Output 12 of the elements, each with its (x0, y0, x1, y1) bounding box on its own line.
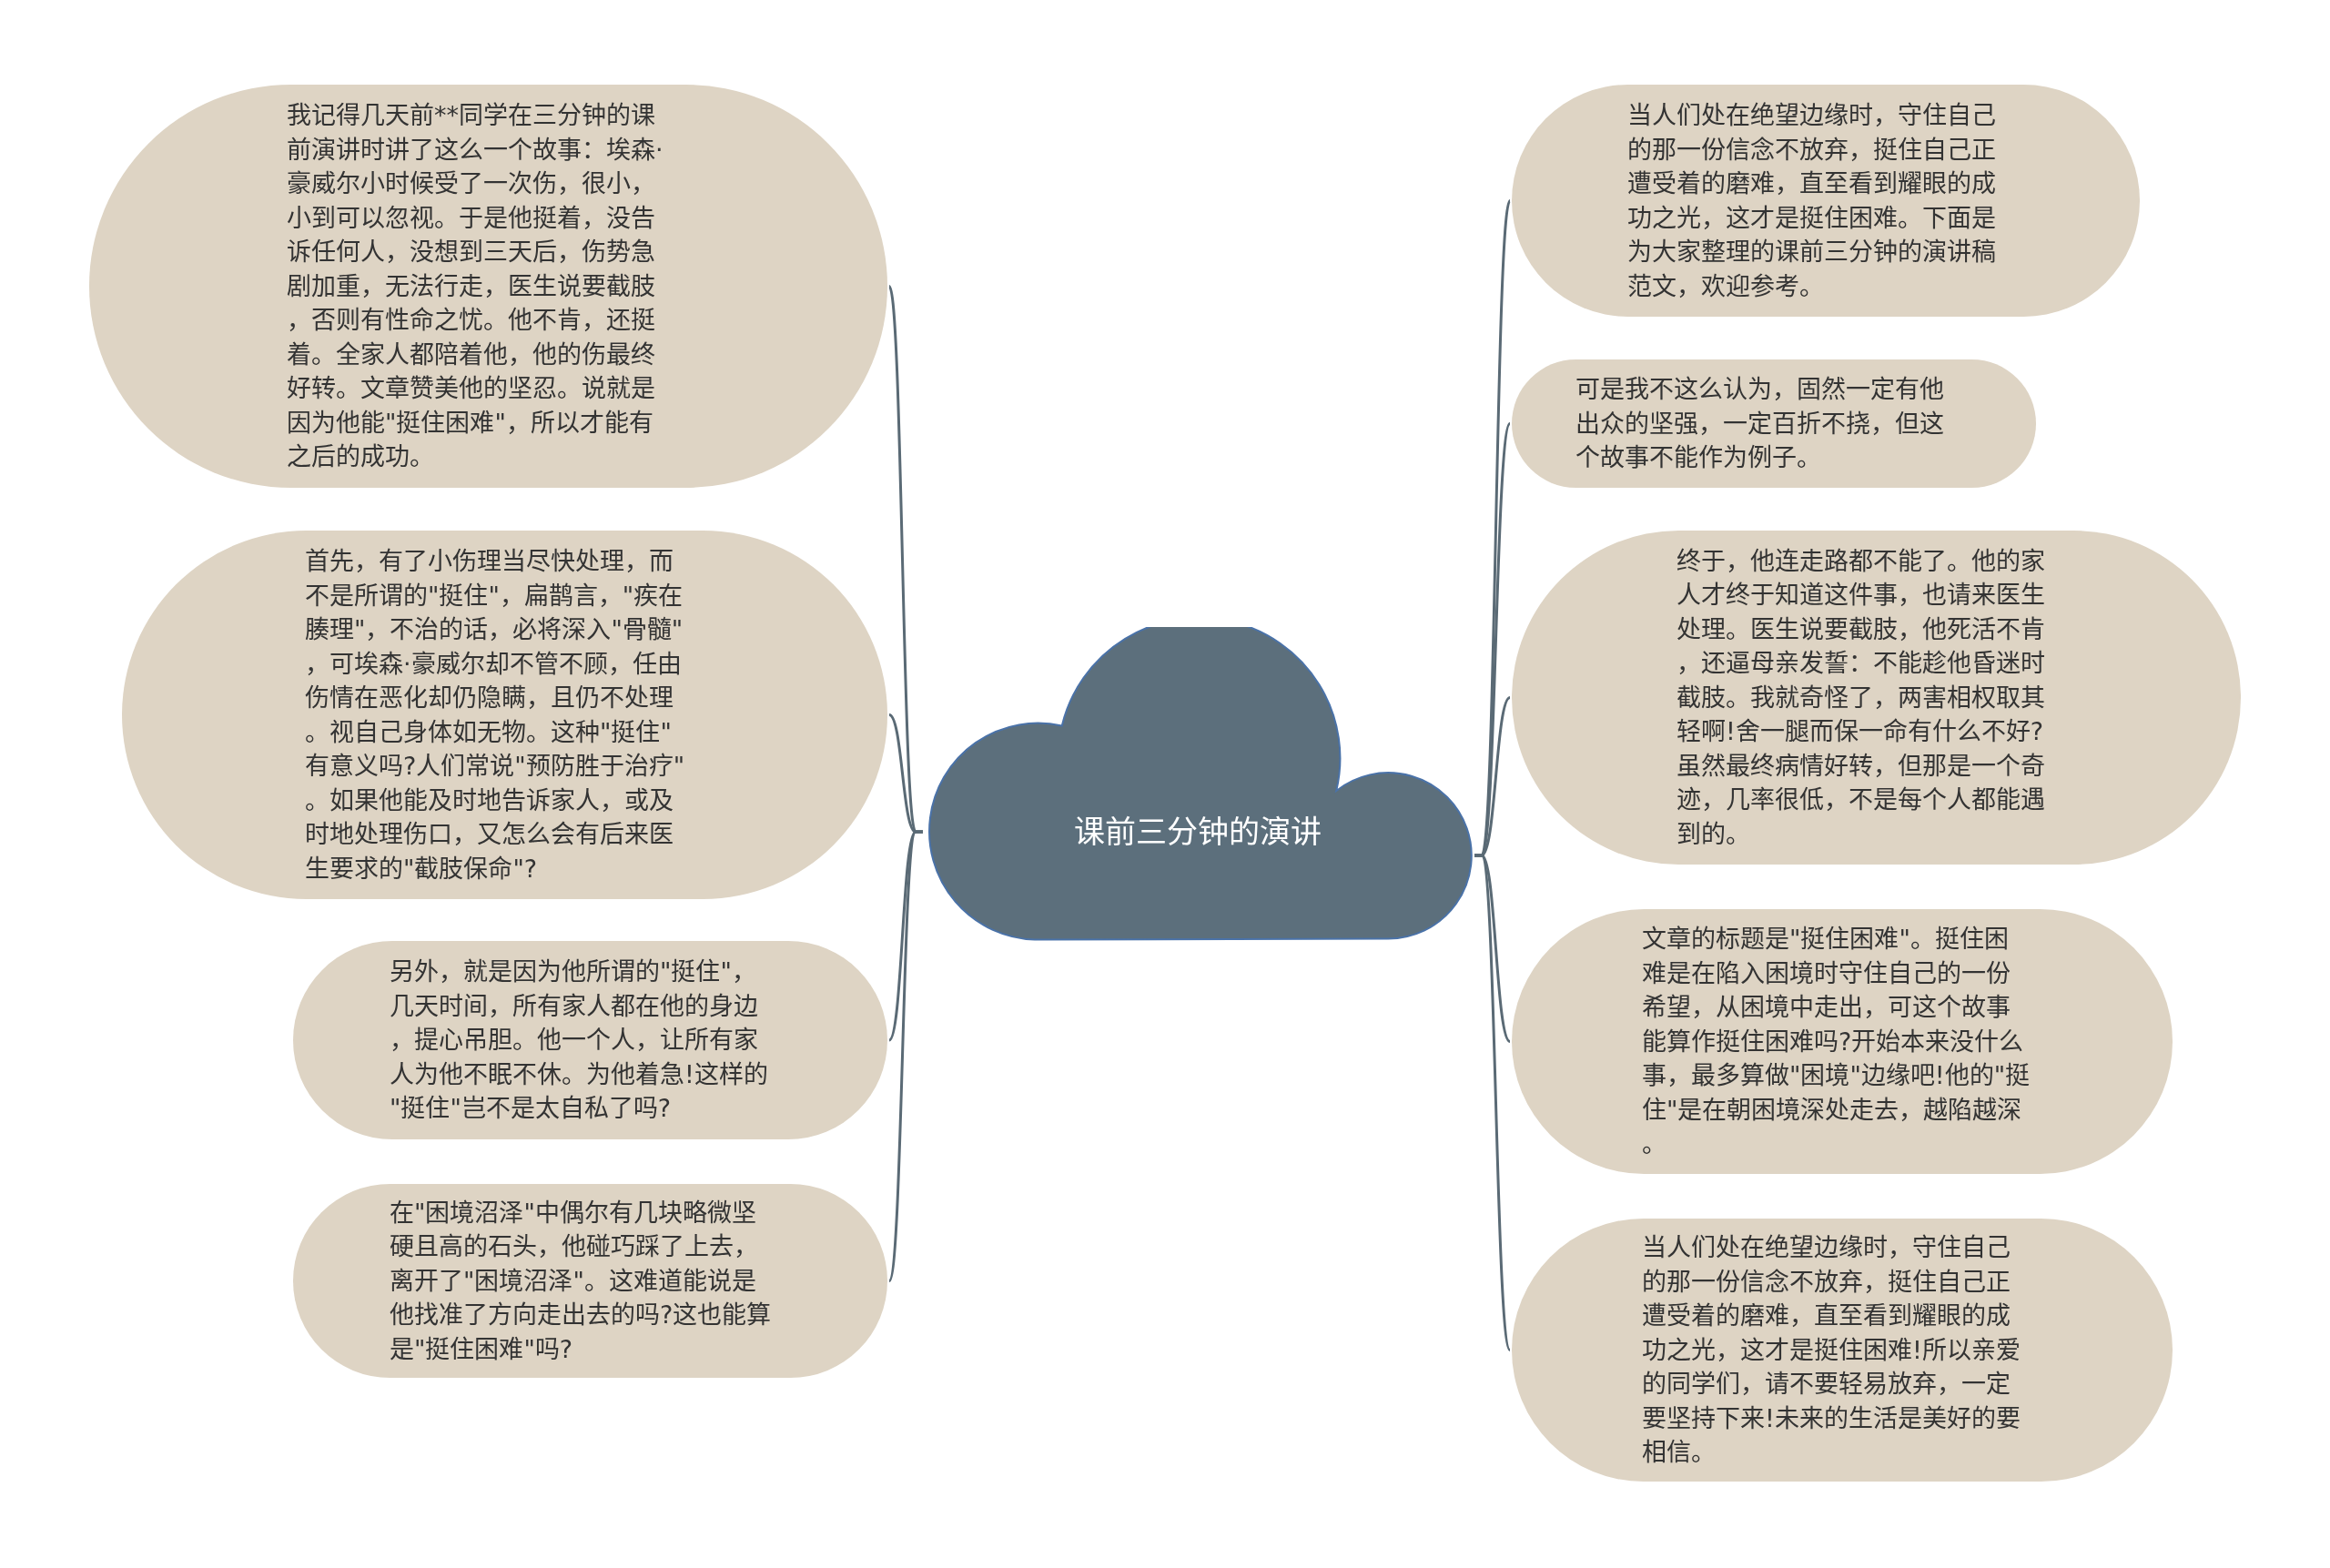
bubble-text: 文章的标题是"挺住困难"。挺住困难是在陷入困境时守住自己的一份希望，从困境中走出，可这个故事能算作挺住困难吗?开始本来没什么事，最多算做"困境"边缘吧!他的"挺住"是在朝困境深处走去，越陷越深。 (1642, 924, 2031, 1160)
connector-line (1474, 854, 1512, 1351)
connector-line (887, 830, 923, 1281)
bubble-text: 当人们处在绝望边缘时，守住自己的那一份信念不放弃，挺住自己正遭受着的磨难，直至看到耀眼的成功之光，这才是挺住困难。下面是为大家整理的课前三分钟的演讲稿范文，欢迎参考。 (1627, 100, 1997, 302)
bubble-text: 在"困境沼泽"中偶尔有几块略微坚硬且高的石头，他碰巧踩了上去，离开了"困境沼泽"。这难道能说是他找准了方向走出去的吗?这也能算是"挺住困难"吗? (390, 1197, 773, 1365)
bubble-text: 另外，就是因为他所谓的"挺住"，几天时间，所有家人都在他的身边，提心吊胆。他一个人，让所有家人为他不眠不休。为他着急!这样的"挺住"岂不是太自私了吗? (390, 956, 769, 1125)
bubble-text: 首先，有了小伤理当尽快处理，而不是所谓的"挺住"，扁鹊言，"疾在腠理"，不治的话，必将深入"骨髓"，可埃森·豪威尔却不管不顾，任由伤情在恶化却仍隐瞒，且仍不处理。视自己身体如无物。这种"挺住"有意义吗?人们常说"预防胜于治疗"。如果他能及时地告诉家人，或及时地处理伤口，又怎么会有后来医生要求的"截肢保命"? (305, 546, 686, 885)
bubble-text: 我记得几天前**同学在三分钟的课前演讲时讲了这么一个故事：埃森·豪威尔小时候受了一次伤，很小，小到可以忽视。于是他挺着，没告诉任何人，没想到三天后，伤势急剧加重，无法行走，医生说要截肢，否则有性命之忧。他不肯，还挺着。全家人都陪着他，他的伤最终好转。文章赞美他的坚忍。说就是因为他能"挺住困难"，所以才能有之后的成功。 (287, 100, 664, 473)
bubble-text: 可是我不这么认为，固然一定有他出众的坚强，一定百折不挠，但这个故事不能作为例子。 (1575, 374, 1945, 474)
bubble-text: 当人们处在绝望边缘时，守住自己的那一份信念不放弃，挺住自己正遭受着的磨难，直至看到耀眼的成功之光，这才是挺住困难!所以亲爱的同学们，请不要轻易放弃，一定要坚持下来!未来的生活是美好的要相信。 (1642, 1232, 2021, 1469)
cloud-title: 课前三分钟的演讲 (1074, 812, 1322, 852)
bubble-text: 终于，他连走路都不能了。他的家人才终于知道这件事，也请来医生处理。医生说要截肢，他死活不肯，还逼母亲发誓：不能趁他昏迷时截肢。我就奇怪了，两害相权取其轻啊!舍一腿而保一命有什么不好?虽然最终病情好转，但那是一个奇迹，几率很低，不是每个人都能遇到的。 (1677, 545, 2046, 850)
